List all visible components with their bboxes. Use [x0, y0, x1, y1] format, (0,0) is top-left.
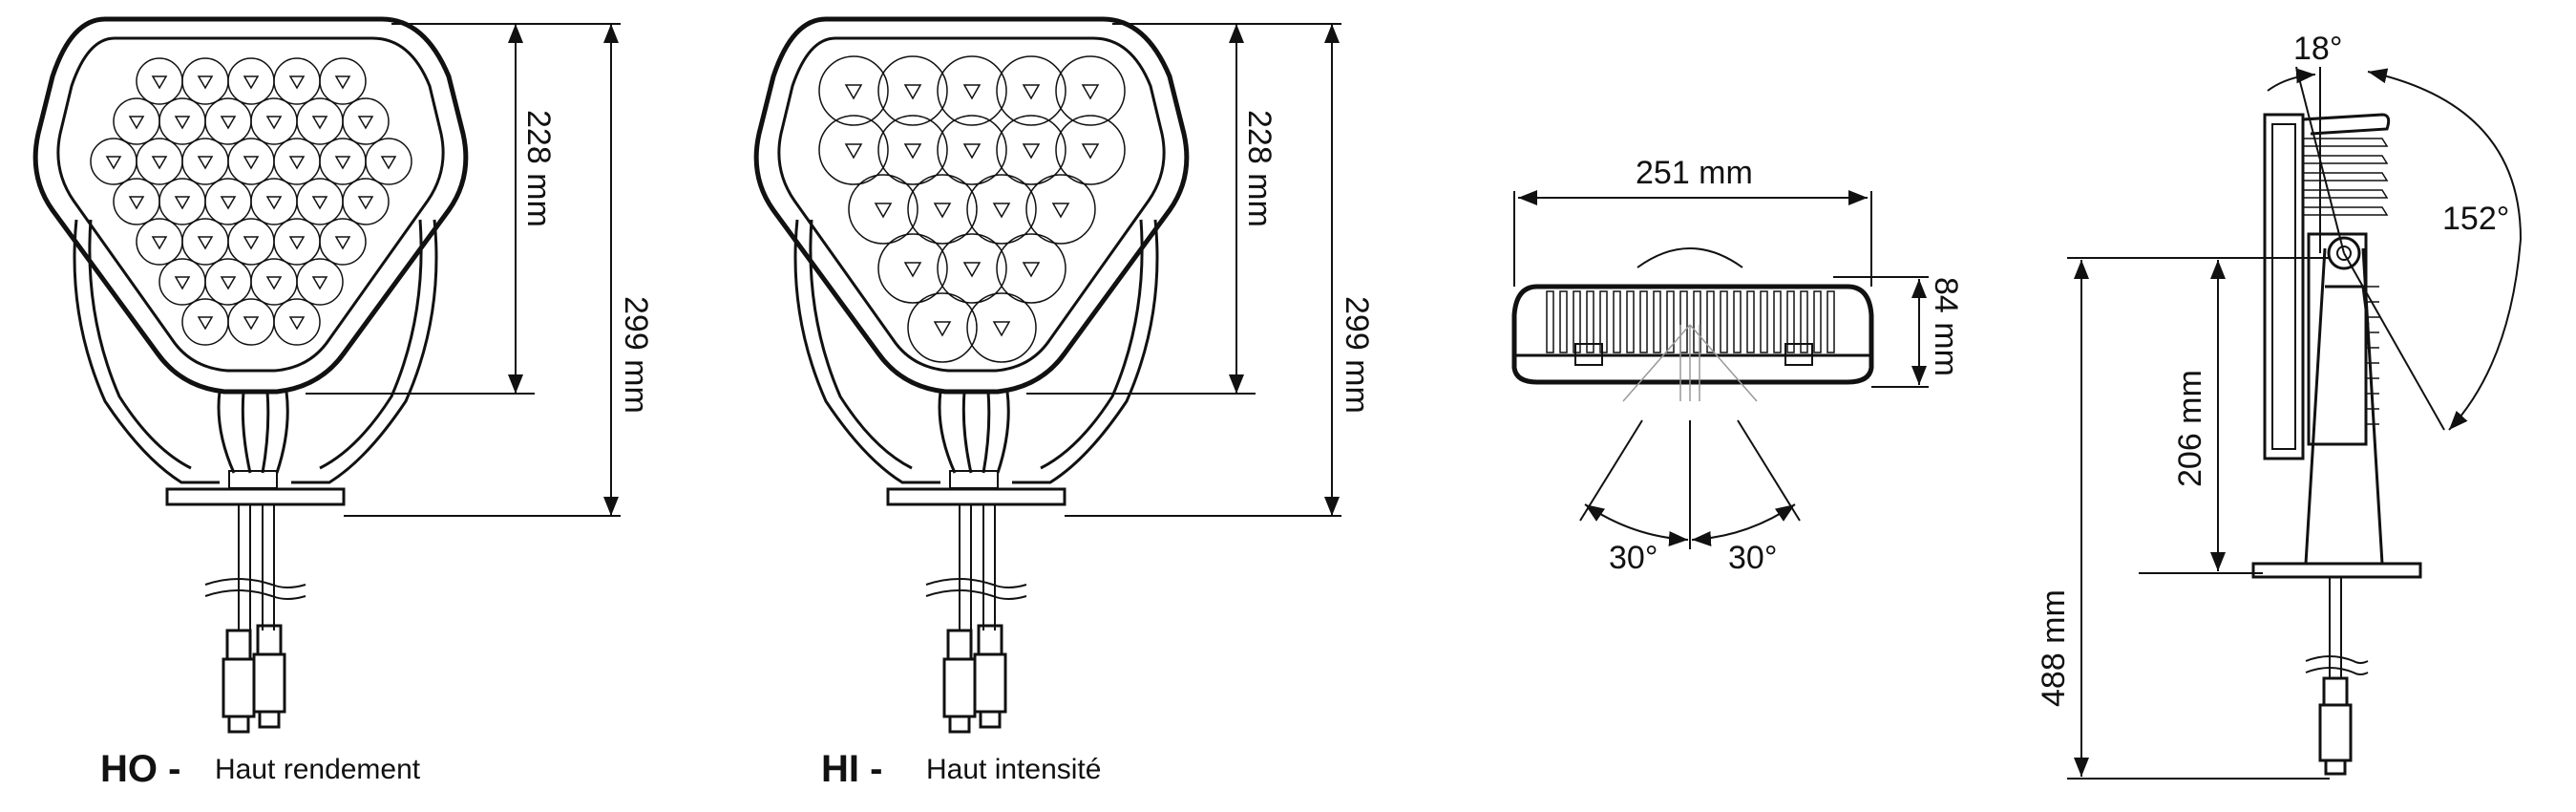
top-angle-right: 30° — [1728, 540, 1777, 576]
ho-caption-label: Haut rendement — [215, 754, 421, 785]
led-cluster-icon — [818, 55, 1126, 363]
connector-icon — [222, 624, 286, 734]
side-angle-top: 18° — [2293, 31, 2342, 67]
top-dimensions: 251 mm 84 mm 30° 30° — [1513, 155, 1964, 576]
ho-caption-prefix: HO - — [100, 748, 180, 790]
ho-dimensions: 228 mm 299 mm — [306, 23, 654, 517]
ho-lamp-view — [32, 16, 469, 734]
hi-caption-label: Haut intensité — [926, 754, 1101, 785]
ho-dim-lens-height: 228 mm — [520, 110, 557, 227]
hi-dimensions: 228 mm 299 mm — [1026, 23, 1375, 517]
top-dim-depth: 84 mm — [1928, 277, 1964, 376]
side-dim-mount-height: 206 mm — [2172, 370, 2208, 487]
side-angle-swing: 152° — [2442, 201, 2509, 237]
hi-dim-total-height: 299 mm — [1339, 296, 1375, 414]
hi-caption-prefix: HI - — [821, 748, 882, 790]
side-lamp-view — [2251, 66, 2523, 776]
top-angle-left: 30° — [1609, 540, 1658, 576]
side-dimensions: 18° 152° 206 mm 488 mm — [2036, 31, 2509, 780]
led-cluster-icon — [90, 57, 412, 346]
hi-dim-lens-height: 228 mm — [1241, 110, 1277, 227]
hi-lamp-view — [753, 16, 1190, 734]
top-lamp-view — [1511, 247, 1874, 549]
ho-dim-total-height: 299 mm — [618, 296, 654, 414]
connector-icon — [942, 624, 1007, 734]
connector-icon — [2318, 676, 2353, 776]
side-dim-overall-height: 488 mm — [2036, 589, 2072, 707]
top-dim-width: 251 mm — [1636, 155, 1753, 191]
